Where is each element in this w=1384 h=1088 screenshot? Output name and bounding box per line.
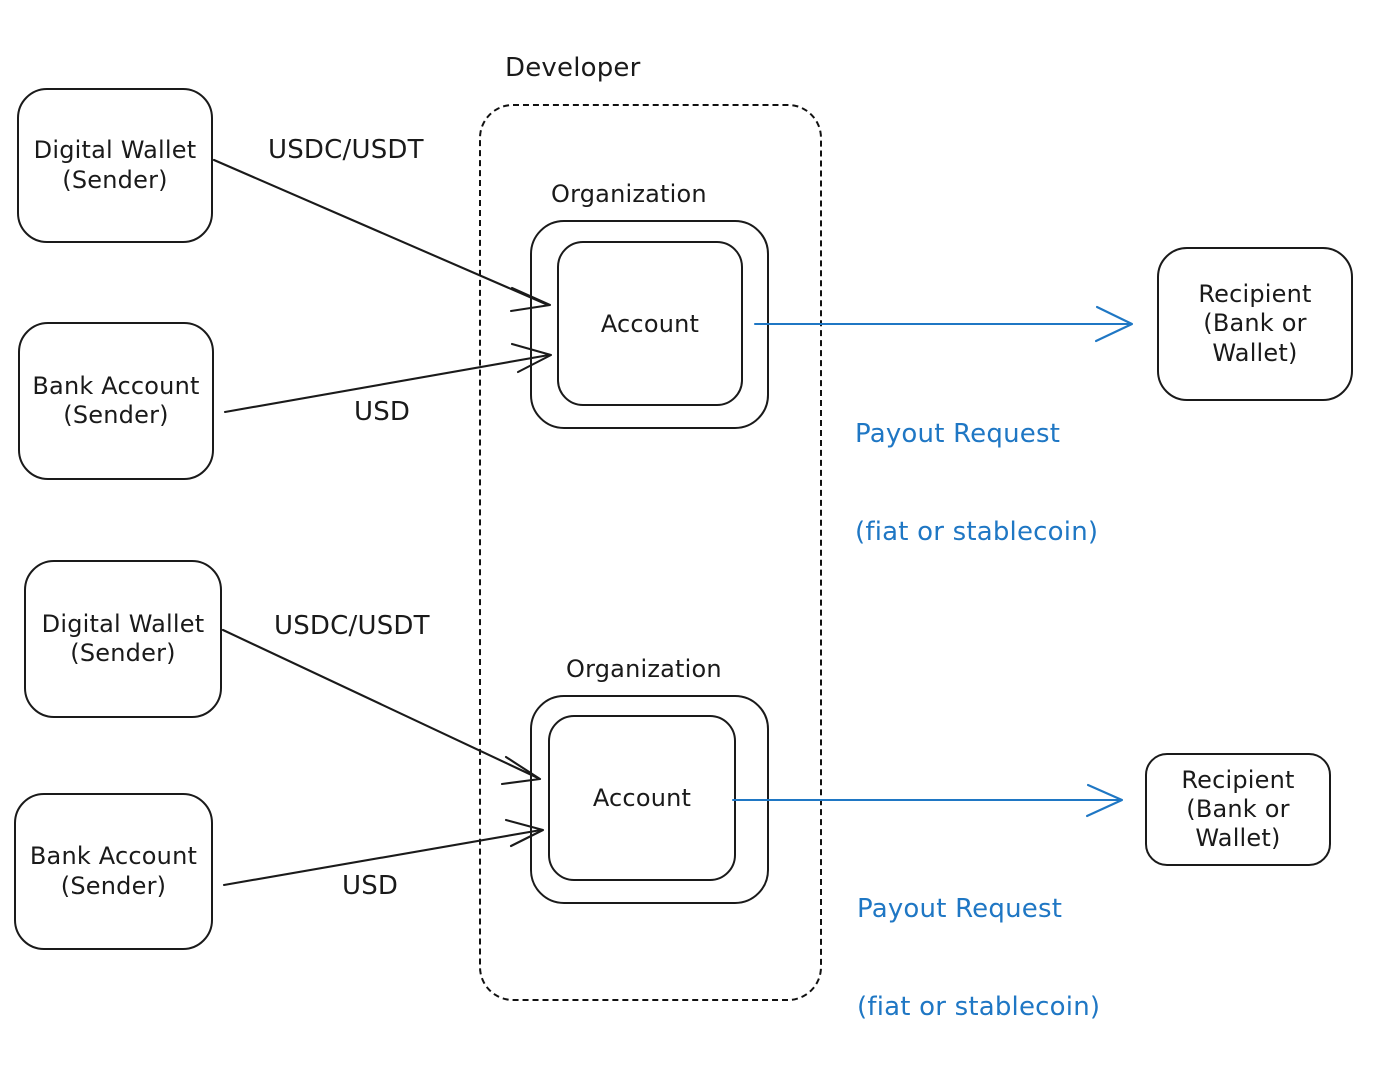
edge-label-usdc-usdt-top: USDC/USDT [268,135,424,165]
node-account-bottom[interactable]: Account [548,715,736,881]
node-label-line3: Wallet) [1195,824,1281,853]
diagram-canvas: Developer Digital Wallet (Sender) Bank A… [14,53,1353,1022]
node-label-line2: (Sender) [62,165,168,194]
edge-label-payout-request-bottom: Payout Request (fiat or stablecoin) [857,828,1100,1088]
edge-label-line2: (fiat or stablecoin) [855,516,1099,547]
edge-label-line1: Payout Request [855,419,1061,449]
edge-label-payout-request-top: Payout Request (fiat or stablecoin) [855,353,1098,613]
node-label-line1: Recipient [1181,765,1295,794]
node-recipient-bottom[interactable]: Recipient (Bank or Wallet) [1145,753,1331,866]
node-label-line1: Bank Account [32,371,200,400]
edge-label-usd-top: USD [354,397,411,427]
node-recipient-top[interactable]: Recipient (Bank or Wallet) [1157,247,1353,401]
node-bank-account-top[interactable]: Bank Account (Sender) [18,322,214,480]
edge-label-usd-bottom: USD [342,871,399,901]
node-account-top[interactable]: Account [557,241,743,406]
developer-boundary [479,104,822,1001]
node-label-line1: Account [592,784,692,812]
node-label-line1: Bank Account [29,842,198,871]
node-bank-account-bottom[interactable]: Bank Account (Sender) [14,793,213,950]
developer-label: Developer [505,53,641,83]
node-label-line2: (Bank or [1186,794,1290,823]
node-label-line2: (Sender) [63,401,169,429]
node-digital-wallet-top[interactable]: Digital Wallet (Sender) [17,88,213,243]
node-label-line2: (Sender) [70,639,176,667]
edge-label-line2: (fiat or stablecoin) [857,991,1101,1022]
node-label-line1: Recipient [1198,280,1312,309]
node-label-line1: Digital Wallet [41,609,205,638]
node-label-line3: Wallet) [1212,338,1298,367]
organization-label-top: Organization [551,180,707,208]
node-label-line2: (Bank or [1203,309,1307,338]
node-label-line1: Digital Wallet [33,136,197,165]
edge-label-usdc-usdt-bottom: USDC/USDT [274,611,430,641]
node-label-line2: (Sender) [60,871,167,900]
node-digital-wallet-bottom[interactable]: Digital Wallet (Sender) [24,560,222,718]
edge-label-line1: Payout Request [857,894,1063,924]
organization-label-bottom: Organization [566,655,722,683]
node-label-line1: Account [600,309,700,338]
